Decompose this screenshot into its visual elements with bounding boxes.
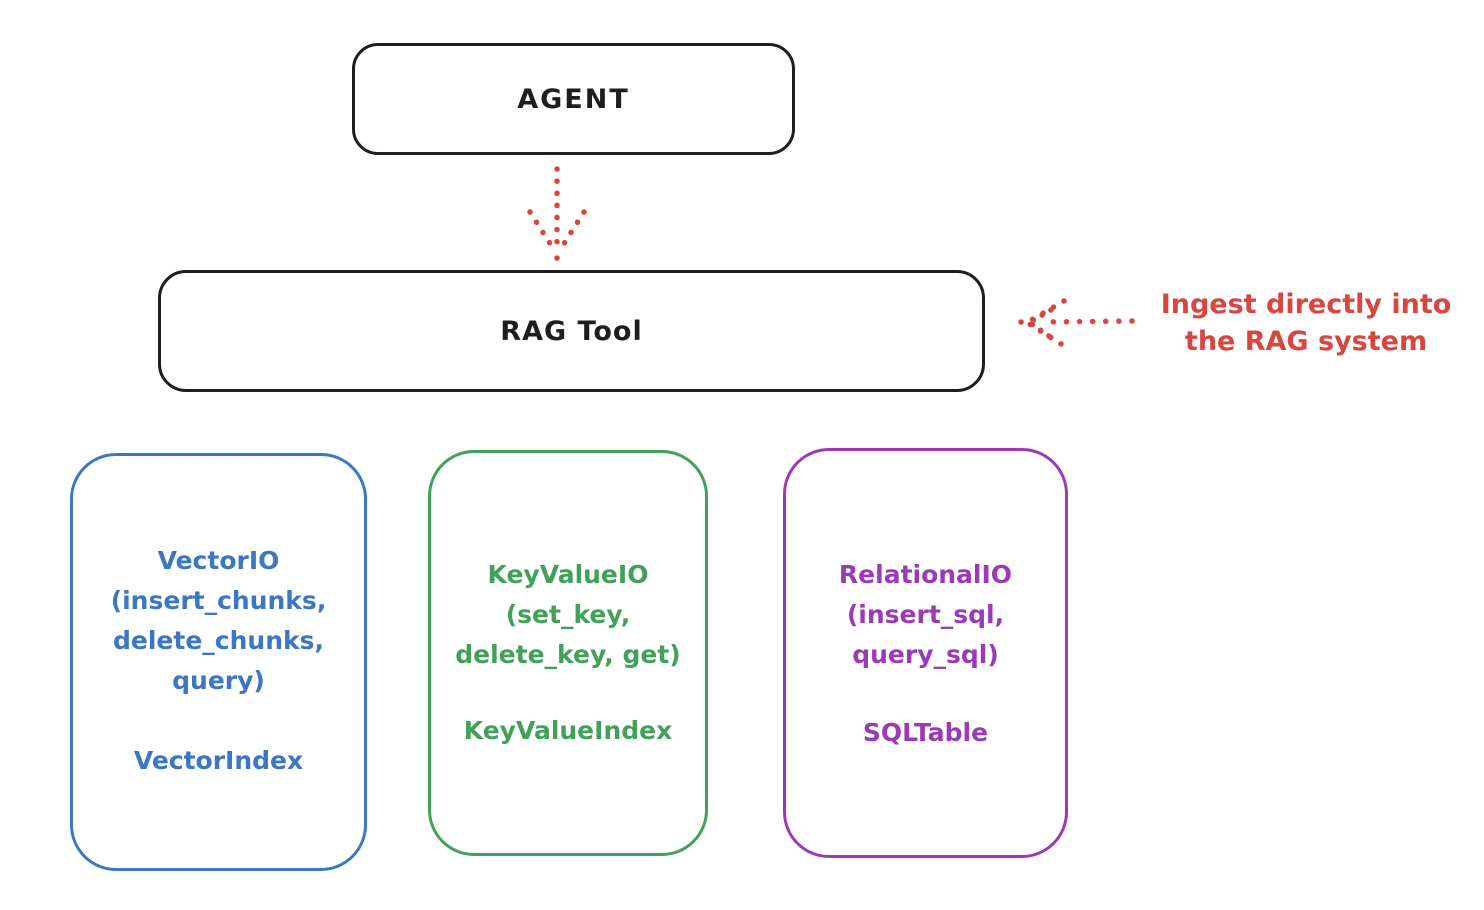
relational-io-line: query_sql) [852,640,999,669]
vector-index-label: VectorIndex [133,746,304,775]
keyvalue-io-node: KeyValueIO (set_key, delete_key, get) Ke… [428,450,708,856]
relational-io-node: RelationalIO (insert_sql, query_sql) SQL… [783,448,1068,858]
agent-node: AGENT [352,43,795,155]
arrow-annotation-to-ragtool-icon [1018,298,1135,347]
keyvalue-io-line: delete_key, get) [455,640,681,669]
relational-io-line: (insert_sql, [846,600,1005,629]
sql-table-label: SQLTable [862,718,989,747]
annotation-line-2: the RAG system [1184,326,1428,357]
keyvalue-index-label: KeyValueIndex [463,716,673,745]
ingest-annotation: Ingest directly into the RAG system [1140,286,1472,360]
annotation-line-1: Ingest directly into [1160,289,1452,320]
vector-io-line: (insert_chunks, [110,586,327,615]
rag-tool-node: RAG Tool [158,270,985,392]
vector-io-line: VectorIO [157,546,280,575]
keyvalue-io-line: KeyValueIO [487,560,649,589]
keyvalue-io-line: (set_key, [505,600,631,629]
vector-io-line: delete_chunks, [113,626,324,655]
agent-label: AGENT [517,83,630,115]
vector-io-node: VectorIO (insert_chunks, delete_chunks, … [70,453,367,871]
rag-tool-label: RAG Tool [500,315,643,347]
arrow-agent-to-ragtool-icon [527,166,587,261]
vector-io-line: query) [172,666,265,695]
relational-io-line: RelationalIO [838,560,1013,589]
